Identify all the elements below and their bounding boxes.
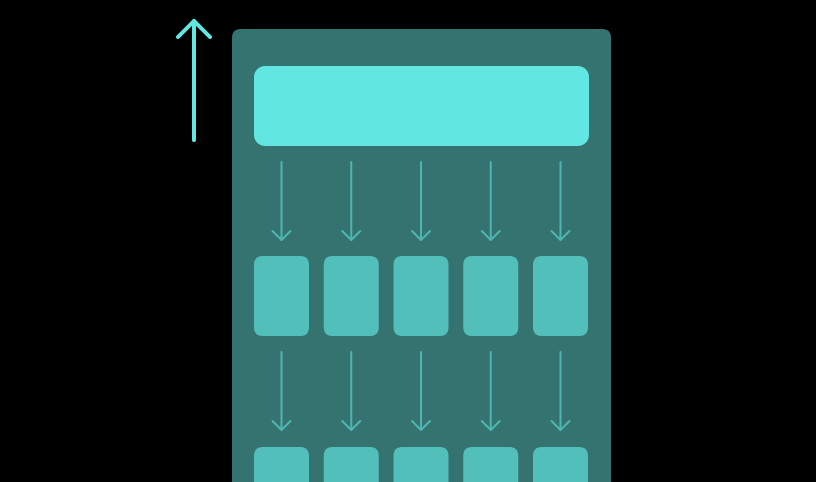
box — [533, 447, 588, 482]
down-arrow-icon — [480, 351, 501, 431]
down-arrow-icon — [271, 161, 292, 241]
down-arrow-icon — [341, 161, 362, 241]
down-arrow-icon — [480, 161, 501, 241]
down-arrow-icon — [271, 351, 292, 431]
down-arrow-icon — [411, 161, 431, 241]
up-arrow-icon — [176, 19, 212, 142]
down-arrow-icon — [341, 351, 362, 431]
box — [533, 256, 588, 336]
top-bar — [254, 66, 589, 146]
box — [463, 447, 519, 482]
box — [393, 447, 449, 482]
box — [254, 447, 309, 482]
box — [323, 447, 379, 482]
box — [323, 256, 379, 336]
down-arrow-icon — [550, 351, 571, 431]
down-arrow-icon — [550, 161, 571, 241]
box — [463, 256, 519, 336]
box — [254, 256, 309, 336]
down-arrow-icon — [411, 351, 431, 431]
box — [393, 256, 449, 336]
